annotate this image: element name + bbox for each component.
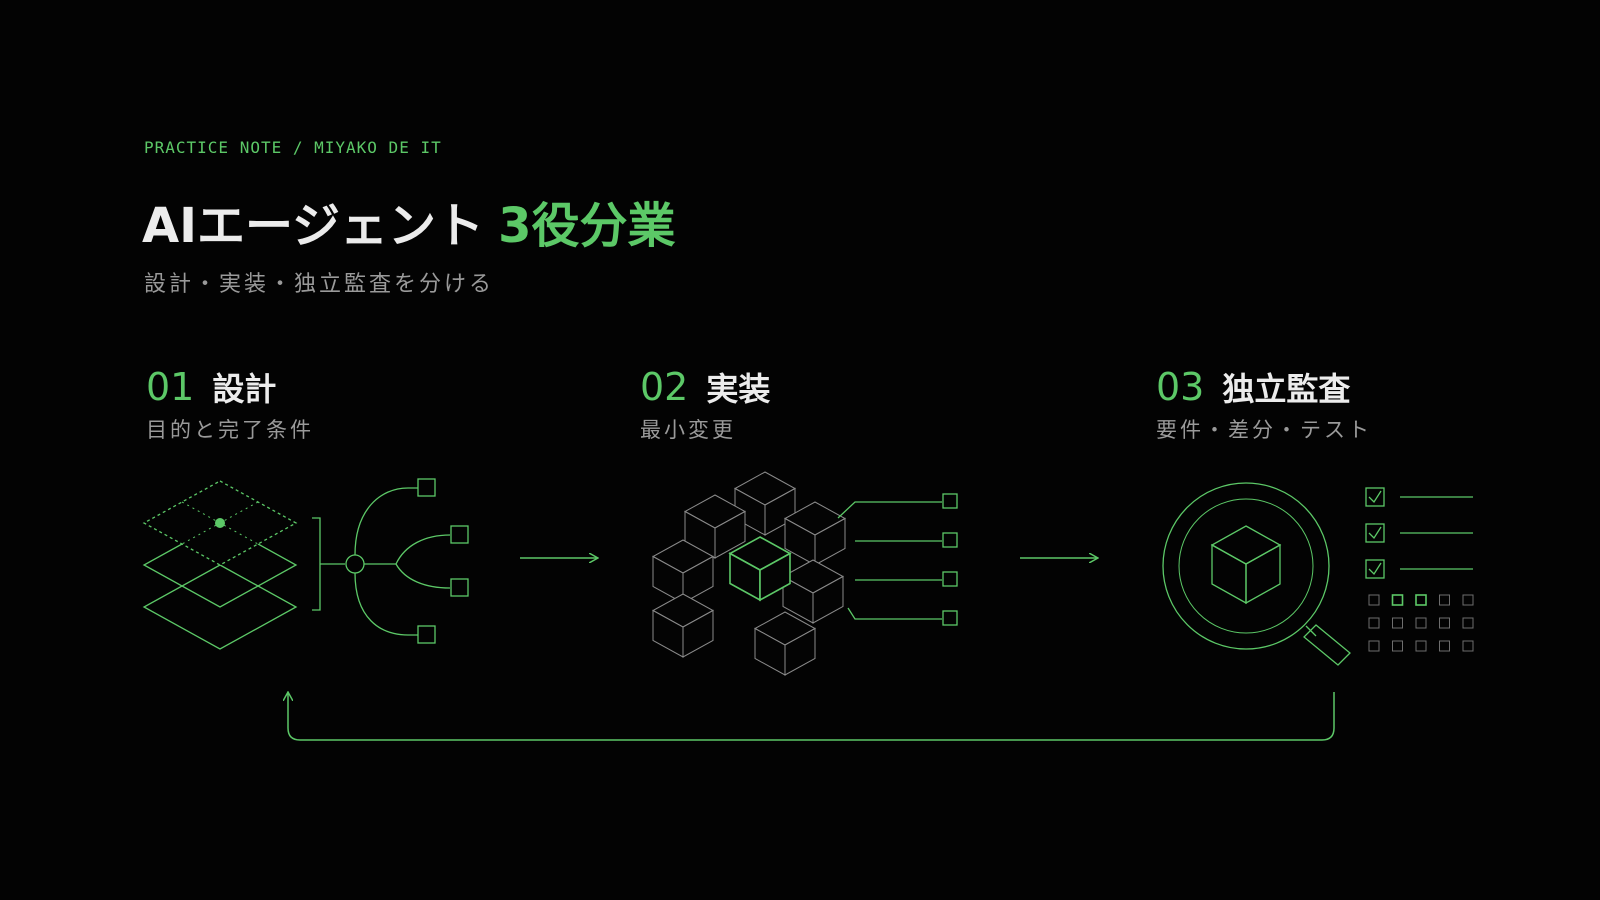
branch-tree-icon [312,478,469,644]
grid-cell [1368,640,1380,652]
cube-shape [651,593,715,658]
output-lines-icon [837,493,958,626]
cube-shape [753,611,817,676]
grid-cell [1392,617,1403,629]
step-number: 03 [1156,365,1205,409]
cube-shape [728,536,792,602]
checklist-icon [1365,487,1473,579]
eyebrow-label: PRACTICE NOTE / MIYAKO DE IT [144,138,442,157]
test-grid-icon [1368,594,1474,652]
step-description: 最小変更 [640,418,736,442]
step-name: 実装 [706,370,771,408]
step-audit: 03 独立監査 要件・差分・テスト [1156,364,1372,444]
page-subtitle: 設計・実装・独立監査を分ける [144,272,495,297]
step-number: 02 [640,365,689,409]
grid-cell [1462,640,1474,652]
grid-cell [1392,640,1403,652]
grid-cell [1415,640,1427,652]
title-main: AIエージェント [142,198,485,254]
layers-icon [142,480,298,650]
step-description: 目的と完了条件 [146,418,314,442]
grid-cell [1439,594,1450,606]
feedback-loop-arrow [288,692,1335,741]
grid-cell [1391,594,1404,606]
cube-shape [683,494,747,559]
title-accent: 3役分業 [498,198,676,254]
grid-cell [1415,617,1427,629]
cube-shape [783,501,847,566]
grid-cell [1415,594,1427,606]
grid-cell [1368,617,1380,629]
magnifier-icon [1162,482,1351,666]
grid-cell [1368,594,1380,606]
grid-cell [1462,594,1474,606]
step-name: 独立監査 [1222,370,1351,408]
grid-cell [1439,617,1450,629]
grid-cell [1439,640,1450,652]
cube-cluster-icon [651,471,847,676]
step-name: 設計 [212,370,277,408]
grid-cell [1462,617,1474,629]
step-design: 01 設計 目的と完了条件 [146,364,314,444]
step-implementation: 02 実装 最小変更 [640,364,770,444]
step-description: 要件・差分・テスト [1156,418,1372,442]
cube-shape [781,559,845,624]
step-number: 01 [146,365,195,409]
